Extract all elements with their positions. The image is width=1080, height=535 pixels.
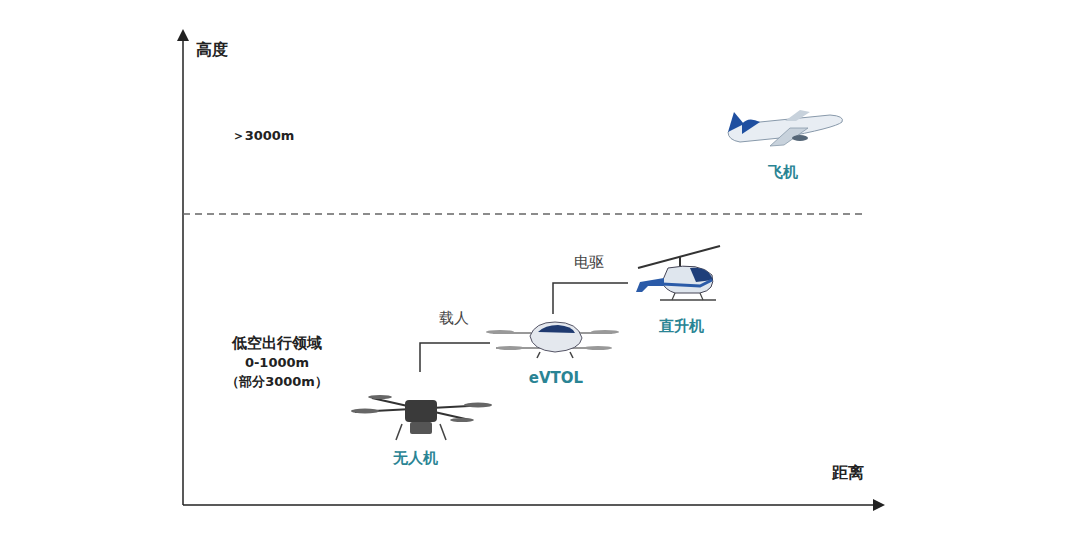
vehicle-name: 飞机 (768, 163, 798, 181)
step-bracket (420, 343, 490, 372)
axis-title: 距离 (832, 463, 864, 482)
vehicle-name: eVTOL (529, 369, 583, 387)
bracket-label: 电驱 (574, 253, 604, 271)
x-axis (183, 504, 882, 506)
airplane (728, 110, 843, 146)
vehicle-name: 无人机 (393, 449, 438, 467)
step-bracket (553, 283, 628, 314)
altitude-range: 0-1000m (245, 355, 309, 371)
axis-title: 高度 (196, 40, 228, 59)
vehicle-name: 直升机 (659, 317, 704, 335)
drone (351, 395, 492, 440)
helicopter (636, 246, 720, 300)
y-axis (182, 32, 184, 505)
altitude-boundary (183, 213, 862, 215)
altitude-note: （部分3000m） (226, 374, 328, 390)
altitude-label: ＞3000m (232, 128, 295, 144)
evtol (486, 322, 619, 358)
region-title: 低空出行领域 (232, 334, 322, 352)
bracket-label: 载人 (439, 309, 469, 327)
